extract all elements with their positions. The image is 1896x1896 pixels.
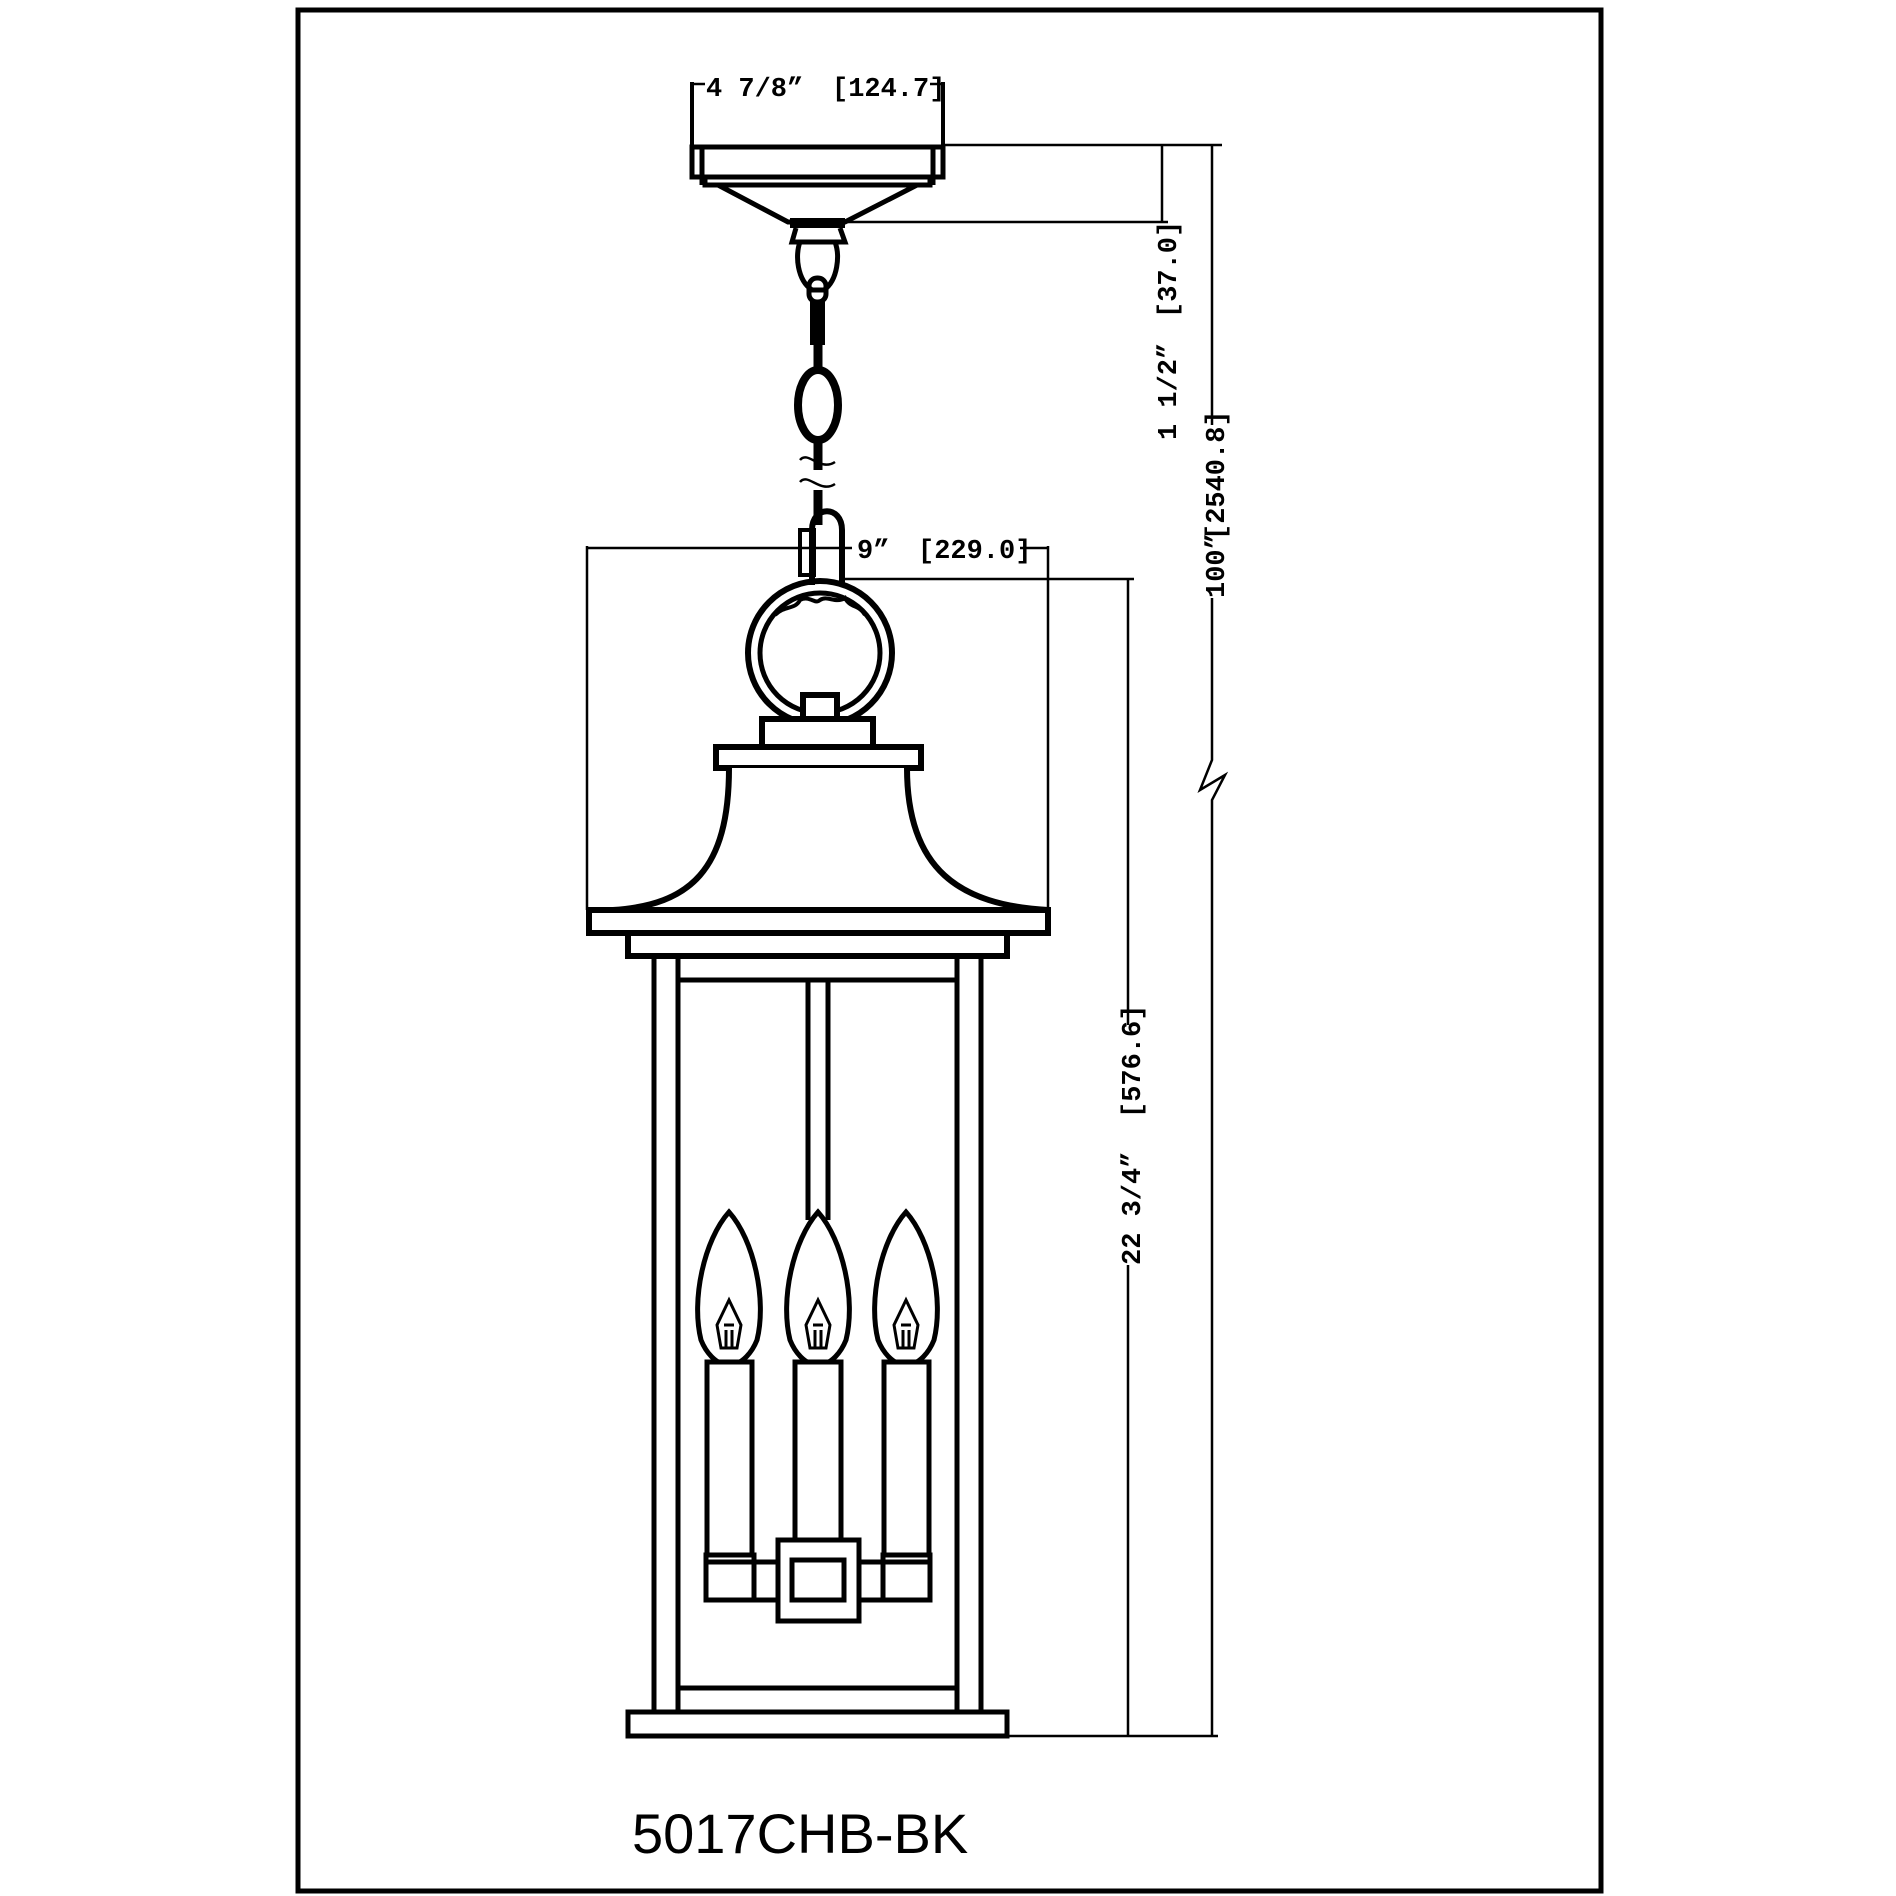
candelabra-bulb [872,1208,940,1558]
dim-fixture-height: 22 3/4” [576.6] [840,577,1218,1738]
lantern-frame [651,956,984,1712]
drawing-border [295,7,1604,1894]
canopy-height-metric: [37.0] [1155,221,1185,318]
base-plate [625,1709,1010,1739]
overall-height-metric: [2540.8] [1203,410,1233,540]
fixture-height-metric: [576.6] [1119,1005,1149,1118]
candelabra-bulb [784,1208,852,1558]
dim-canopy-width: 4 7/8” [124.7] [690,75,945,145]
canopy-width-metric: [124.7] [832,75,945,105]
candelabra-bulb [695,1208,763,1558]
canopy-width-imperial: 4 7/8” [706,75,803,105]
hanging-chain [794,239,845,585]
ceiling-canopy [689,144,946,245]
bell-hood [586,692,1051,959]
overall-height-imperial: 100” [1203,533,1233,598]
model-number: 5017CHB-BK [632,1802,968,1865]
fixture-height-imperial: 22 3/4” [1119,1152,1149,1265]
canopy-height-imperial: 1 1/2” [1155,343,1185,440]
dim-canopy-height: 1 1/2” [37.0] [845,143,1222,440]
fixture-width-imperial: 9” [857,537,889,567]
dim-fixture-width: 9” [229.0] [585,537,1050,910]
bulb-cluster [695,1208,940,1624]
fixture-width-metric: [229.0] [918,537,1031,567]
dim-overall-height: 100” [2540.8] [1197,145,1233,1736]
